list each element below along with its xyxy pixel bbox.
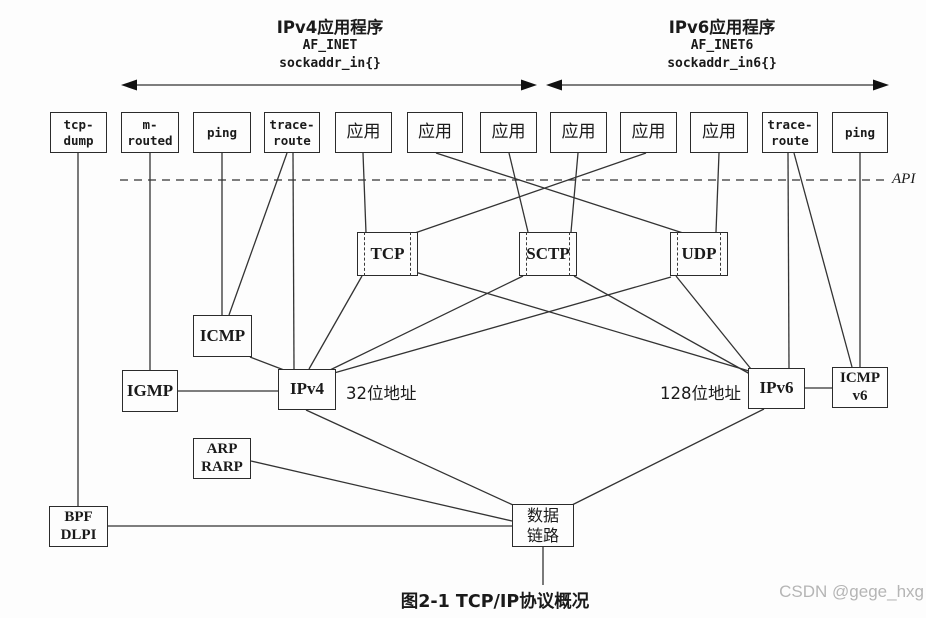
line-ipv4-datalink (305, 409, 514, 506)
node-sctp: SCTP (519, 232, 577, 276)
line-tcp-ipv4 (308, 275, 363, 370)
line-icmp-ipv4 (249, 356, 285, 371)
ipv4-arrowhead-right (521, 79, 537, 91)
line-traceroute-right-icmpv6 (793, 152, 853, 368)
node-icmpv6: ICMP v6 (832, 367, 888, 408)
ipv4-arrowhead-left (121, 79, 137, 91)
ipv4-section-header: IPv4应用程序 AF_INET sockaddr_in{} (230, 18, 430, 72)
ipv4-section-title: IPv4应用程序 (276, 18, 384, 37)
node-ping-right: ping (832, 112, 888, 153)
node-icmp: ICMP (193, 315, 252, 357)
ipv6-arrowhead-right (873, 79, 889, 91)
line-arp-datalink (250, 460, 513, 522)
csdn-watermark: CSDN @gege_hxg (779, 582, 924, 601)
node-mrouted: m- routed (121, 112, 179, 153)
node-datalink: 数据 链路 (512, 504, 574, 547)
node-ping-left: ping (193, 112, 251, 153)
ipv4-sockaddr-struct: sockaddr_in{} (279, 55, 381, 71)
node-ipv6: IPv6 (748, 368, 805, 409)
ipv6-sockaddr-struct: sockaddr_in6{} (667, 55, 777, 71)
line-app6-udp (715, 152, 720, 233)
node-app-3: 应用 (480, 112, 537, 153)
ipv4-address-family: AF_INET (302, 38, 358, 54)
line-traceroute-left-icmp (228, 152, 288, 316)
node-app-1: 应用 (335, 112, 392, 153)
node-udp: UDP (670, 232, 728, 276)
ipv6-section-header: IPv6应用程序 AF_INET6 sockaddr_in6{} (622, 18, 822, 72)
ipv6-address-size-note: 128位地址 (660, 384, 741, 403)
node-bpf-dlpi: BPF DLPI (49, 506, 108, 547)
figure-caption: 图2-1 TCP/IP协议概况 (400, 592, 590, 612)
node-traceroute-left: trace- route (264, 112, 320, 153)
node-app-4: 应用 (550, 112, 607, 153)
line-tcp-ipv6 (414, 271, 750, 372)
arrowheads (121, 79, 889, 91)
line-sctp-ipv4 (329, 275, 524, 371)
ipv6-address-family: AF_INET6 (690, 38, 754, 54)
node-igmp: IGMP (122, 370, 178, 412)
ipv6-section-title: IPv6应用程序 (668, 18, 776, 37)
line-ipv6-datalink (571, 408, 765, 506)
node-app-6: 应用 (690, 112, 748, 153)
node-tcpdump: tcp- dump (50, 112, 107, 153)
line-udp-ipv4 (333, 276, 672, 374)
line-app3-sctp (508, 152, 529, 233)
node-arp-rarp: ARP RARP (193, 438, 251, 479)
line-sctp-ipv6 (573, 275, 751, 375)
node-app-2: 应用 (407, 112, 463, 153)
line-udp-ipv6 (675, 275, 752, 370)
line-app5-tcp (411, 152, 647, 235)
line-traceroute-left-ipv4 (292, 152, 295, 370)
node-app-5: 应用 (620, 112, 677, 153)
line-app2-udp (435, 152, 684, 234)
line-traceroute-right-ipv6 (787, 152, 790, 369)
node-traceroute-right: trace- route (762, 112, 818, 153)
node-ipv4: IPv4 (278, 369, 336, 410)
line-app4-sctp (570, 152, 579, 233)
node-tcp: TCP (357, 232, 418, 276)
ipv4-address-size-note: 32位地址 (346, 384, 417, 403)
api-label: API (892, 171, 916, 187)
line-app1-tcp (362, 152, 367, 234)
ipv6-arrowhead-left (546, 79, 562, 91)
